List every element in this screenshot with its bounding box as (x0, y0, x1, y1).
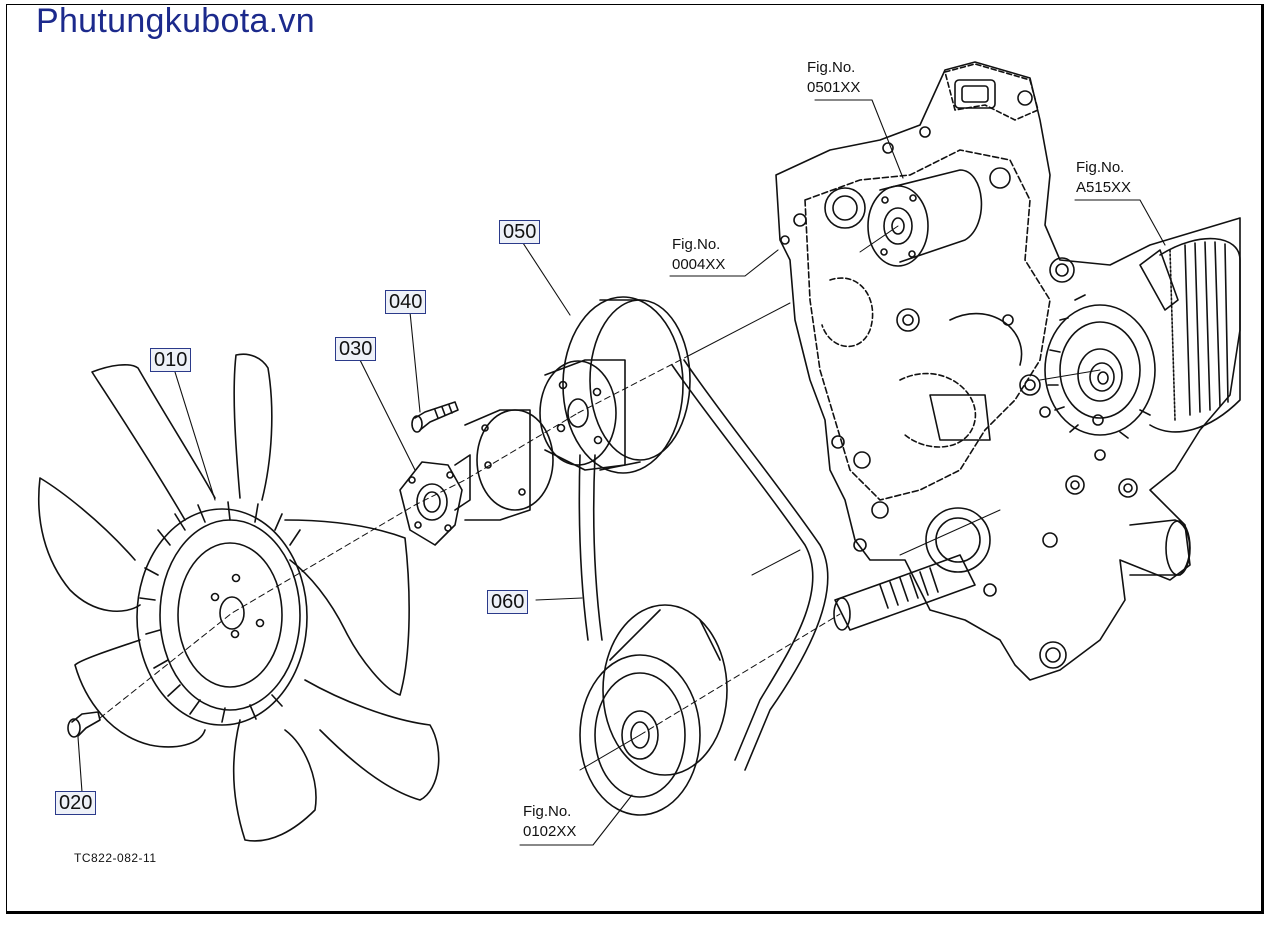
fig-ref-gear-case[interactable]: Fig.No. 0004XX (672, 235, 725, 275)
part-label-020[interactable]: 020 (55, 791, 97, 815)
part-label-060[interactable]: 060 (487, 590, 529, 614)
fan-spacer-drawing (399, 461, 463, 546)
fig-ref-number: A515XX (1076, 179, 1132, 196)
spacer-hub-drawing (454, 409, 554, 521)
fan-drawing (37, 353, 440, 842)
crankshaft-end (833, 554, 976, 631)
alternator (1044, 237, 1241, 439)
part-label-010[interactable]: 010 (150, 348, 192, 372)
part-label-030[interactable]: 030 (335, 337, 377, 361)
fig-ref-label: Fig.No. (807, 59, 856, 76)
fig-ref-number: 0004XX (672, 256, 726, 273)
part-label-040[interactable]: 040 (385, 290, 427, 314)
center-lines-solid (579, 225, 1101, 771)
center-lines (99, 354, 841, 736)
crank-pulley (579, 604, 728, 816)
fig-ref-label: Fig.No. (672, 236, 721, 253)
fig-ref-number: 0501XX (807, 79, 861, 96)
leader-lines (77, 99, 1166, 846)
spacer-bolt-drawing (411, 401, 459, 433)
drawing-code: TC822-082-11 (74, 851, 157, 865)
fig-ref-alternator[interactable]: Fig.No. A515XX (1076, 158, 1131, 198)
fig-ref-water-pump[interactable]: Fig.No. 0501XX (807, 58, 860, 98)
fan-belt-drawing (578, 359, 829, 771)
fig-ref-label: Fig.No. (1076, 159, 1125, 176)
part-label-050[interactable]: 050 (499, 220, 541, 244)
fig-ref-crankshaft[interactable]: Fig.No. 0102XX (523, 802, 576, 842)
fan-pulley-drawing (539, 296, 691, 474)
brand-watermark: Phutungkubota.vn (36, 2, 315, 40)
fig-ref-label: Fig.No. (523, 803, 572, 820)
fan-bolt-drawing (67, 711, 101, 738)
fig-ref-number: 0102XX (523, 823, 577, 840)
engine-block (775, 61, 1241, 681)
water-pump (867, 169, 983, 267)
